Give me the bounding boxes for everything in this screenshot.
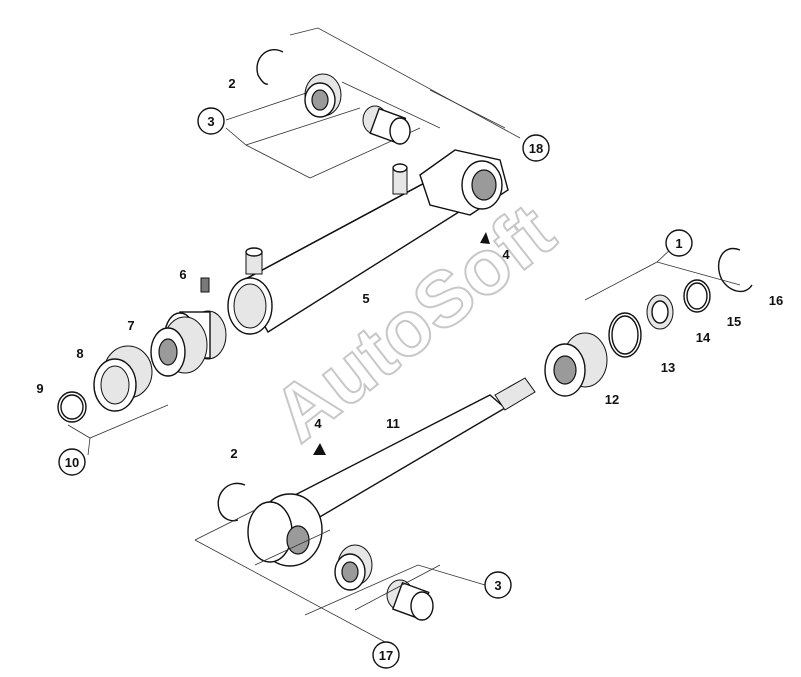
callout-circle-1: [665, 229, 693, 257]
snap-ring-bottom: [217, 482, 246, 522]
callout-18: 18: [529, 141, 543, 156]
guide-ring: [93, 345, 153, 412]
piston: [150, 316, 208, 377]
leader-lines-bottom: [194, 509, 486, 643]
bushing-bottom: [334, 544, 373, 591]
callout-13: 13: [661, 360, 675, 375]
cylinder-barrel: [227, 149, 509, 335]
pin-top: [362, 105, 411, 145]
arrow-marker-4-top: [480, 232, 490, 244]
callout-6: 6: [179, 267, 186, 282]
leader-lines-right: [584, 247, 741, 301]
callout-12: 12: [605, 392, 619, 407]
callout-2-top: 2: [228, 76, 235, 91]
callout-3-top: 3: [207, 114, 214, 129]
callout-8: 8: [76, 346, 83, 361]
callout-circle-17: [372, 641, 400, 669]
bushing-top: [304, 73, 342, 118]
callout-circle-18: [522, 134, 550, 162]
callout-2-bottom: 2: [230, 446, 237, 461]
callout-5: 5: [362, 291, 369, 306]
grease-nipple: [200, 277, 210, 293]
callout-circle-3-top: [197, 107, 225, 135]
arrow-marker-4-bottom: [313, 443, 326, 455]
callout-4-bottom: 4: [314, 416, 322, 431]
seal-15: [683, 279, 711, 313]
snap-ring-16: [717, 247, 753, 293]
piston-rod: [247, 377, 536, 567]
callout-7: 7: [127, 318, 134, 333]
o-ring-left: [57, 391, 87, 423]
callout-11: 11: [386, 416, 400, 431]
leader-lines-left: [67, 404, 169, 456]
callout-1: 1: [675, 236, 682, 251]
pin-bottom: [386, 579, 434, 621]
callout-9: 9: [36, 381, 43, 396]
seal-14: [646, 294, 674, 330]
callout-14: 14: [696, 330, 711, 345]
snap-ring-top: [256, 49, 284, 85]
callout-10: 10: [65, 455, 79, 470]
callout-3-bottom: 3: [494, 578, 501, 593]
piston-head: [544, 332, 608, 397]
callout-16: 16: [769, 293, 783, 308]
callout-17: 17: [379, 648, 393, 663]
callout-circle-10: [58, 448, 86, 476]
o-ring-13: [608, 312, 642, 358]
callout-4-top: 4: [502, 247, 510, 262]
callout-circle-3-bottom: [484, 571, 512, 599]
callout-15: 15: [727, 314, 741, 329]
